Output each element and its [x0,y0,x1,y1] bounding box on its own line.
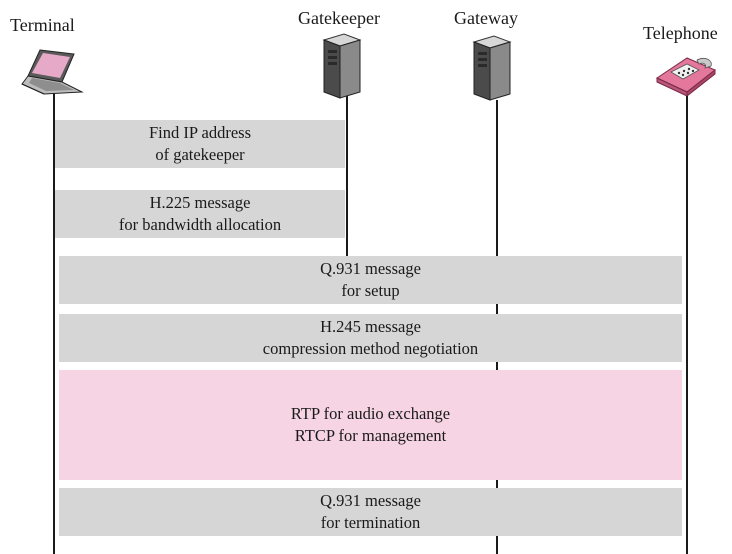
gateway-label: Gateway [454,8,518,28]
telephone-icon [655,57,716,96]
gatekeeper-server-icon [322,33,362,99]
message-line-1: RTP for audio exchange [290,404,451,423]
gatekeeper-label: Gatekeeper [298,8,380,28]
message-line-2: compression method negotiation [262,339,479,358]
find-ip-message: Find IP address of gatekeeper [55,120,345,168]
message-line-2: of gatekeeper [155,145,245,164]
message-line-1: H.245 message [320,317,421,336]
h225-message: H.225 message for bandwidth allocation [55,190,345,238]
message-line-2: RTCP for management [294,426,447,445]
message-line-1: Q.931 message [320,259,421,278]
q931-termination-message: Q.931 message for termination [59,488,682,536]
message-line-1: Q.931 message [320,491,421,510]
telephone-label: Telephone [643,23,718,43]
message-line-2: for bandwidth allocation [118,215,282,234]
rtp-rtcp-message: RTP for audio exchange RTCP for manageme… [59,370,682,480]
gatekeeper-lifeline [346,96,348,258]
message-line-1: H.225 message [149,193,251,212]
message-line-1: Find IP address [148,123,252,142]
gateway-server-icon [472,35,512,101]
telephone-lifeline [686,92,688,554]
terminal-label: Terminal [10,15,75,35]
message-line-2: for termination [320,513,421,532]
message-line-2: for setup [341,281,400,300]
laptop-icon [21,49,84,95]
terminal-lifeline [53,92,55,554]
q931-setup-message: Q.931 message for setup [59,256,682,304]
h245-message: H.245 message compression method negotia… [59,314,682,362]
